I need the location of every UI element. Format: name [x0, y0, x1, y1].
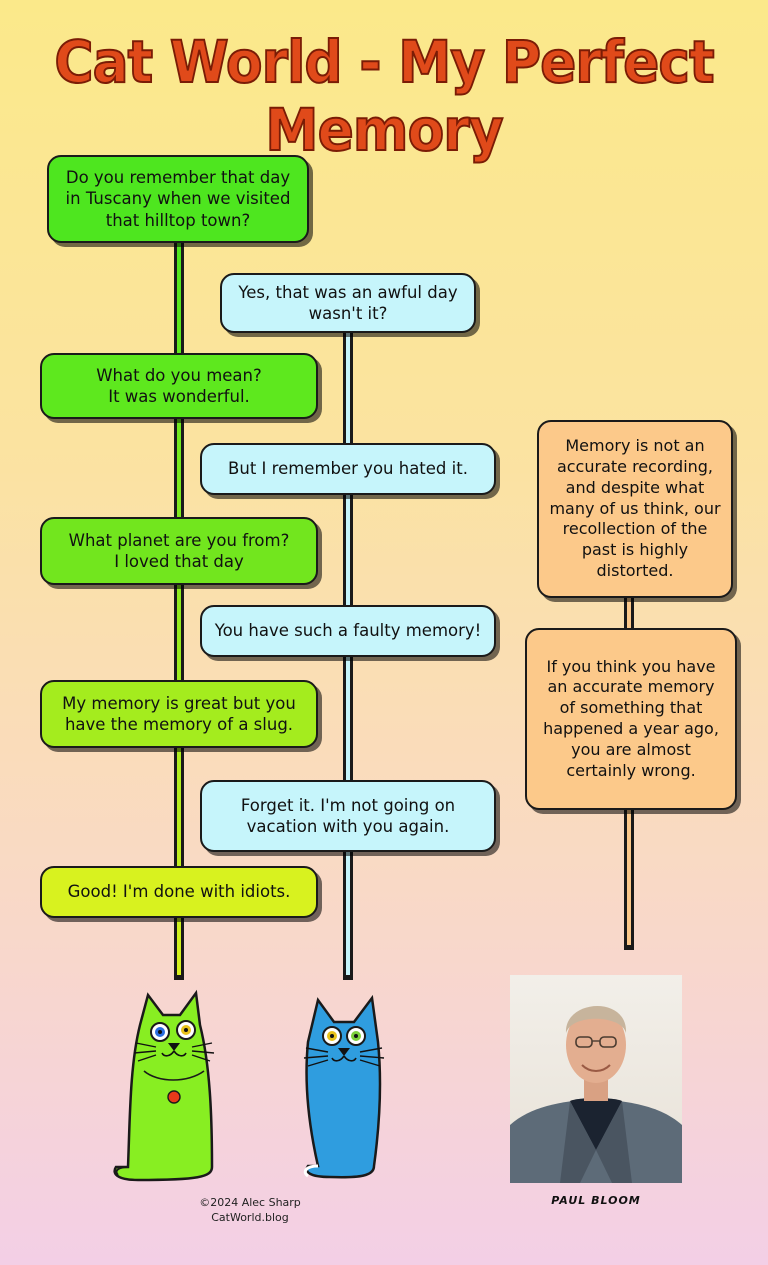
page-title: Cat World - My Perfect Memory: [53, 27, 715, 165]
photo-caption: PAUL BLOOM: [551, 1194, 641, 1207]
blue-cat-bubble-4: Forget it. I'm not going on vacation wit…: [200, 780, 496, 852]
blue-cat-bubble-3: You have such a faulty memory!: [200, 605, 496, 657]
green-cat-illustration: [113, 989, 215, 1182]
green-cat-bubble-3: What planet are you from? I loved that d…: [40, 517, 318, 585]
blue-cat-illustration: [303, 994, 385, 1179]
expert-bubble-1: Memory is not an accurate recording, and…: [537, 420, 733, 598]
paul-bloom-photo: [510, 975, 682, 1183]
portrait-illustration: [510, 1005, 682, 1183]
blue-cat-bubble-1: Yes, that was an awful day wasn't it?: [220, 273, 476, 333]
green-cat-speech-line-fill: [177, 240, 181, 975]
copyright-credit: ©2024 Alec Sharp CatWorld.blog: [199, 1196, 301, 1224]
green-cat-bubble-4: My memory is great but you have the memo…: [40, 680, 318, 748]
expert-bubble-2: If you think you have an accurate memory…: [525, 628, 737, 810]
green-cat-bubble-5: Good! I'm done with idiots.: [40, 866, 318, 918]
green-cat-bubble-2: What do you mean? It was wonderful.: [40, 353, 318, 419]
blue-cat-bubble-2: But I remember you hated it.: [200, 443, 496, 495]
green-cat-bubble-1: Do you remember that day in Tuscany when…: [47, 155, 309, 243]
